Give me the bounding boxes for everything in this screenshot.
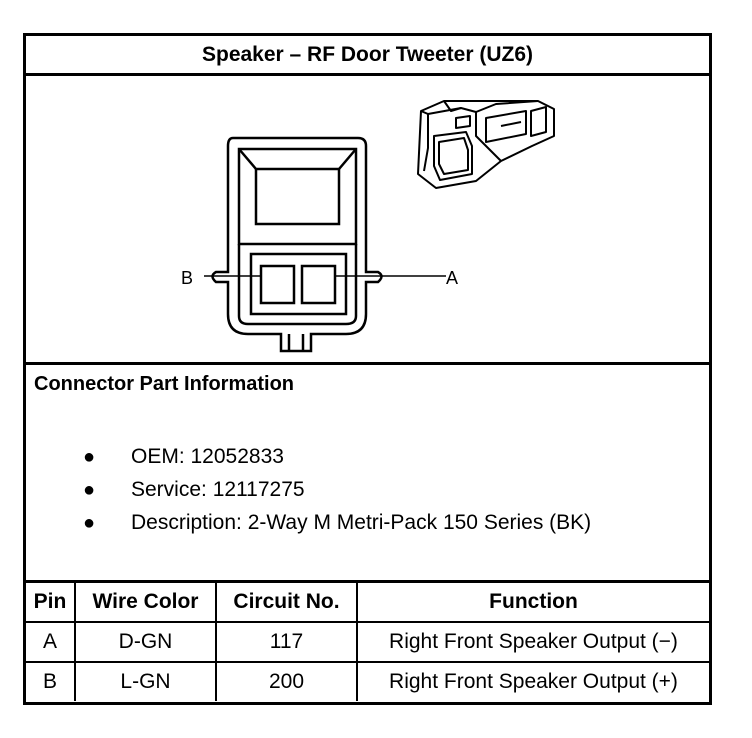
pin-label-b: B <box>181 268 193 288</box>
cell-pin: A <box>26 621 76 663</box>
service-part-number: Service: 12117275 <box>131 478 305 501</box>
header-circuit-no: Circuit No. <box>215 583 358 623</box>
header-pin: Pin <box>26 583 76 623</box>
info-heading: Connector Part Information <box>34 373 295 395</box>
cell-circuit-no: 200 <box>215 661 358 701</box>
cell-function: Right Front Speaker Output (+) <box>356 661 709 701</box>
cell-pin: B <box>26 661 76 701</box>
cell-circuit-no: 117 <box>215 621 358 663</box>
bullet-icon: ● <box>83 479 96 501</box>
bullet-icon: ● <box>83 446 96 468</box>
pin-label-a: A <box>446 268 458 288</box>
cell-wire-color: L-GN <box>74 661 217 701</box>
oem-part-number: OEM: 12052833 <box>131 445 284 468</box>
sheet-title: Speaker – RF Door Tweeter (UZ6) <box>26 36 709 76</box>
connector-face <box>211 136 383 353</box>
table-row: A D-GN 117 Right Front Speaker Output (−… <box>26 621 709 663</box>
connector-part-information: Connector Part Information ● OEM: 120528… <box>26 365 709 583</box>
cell-wire-color: D-GN <box>74 621 217 663</box>
header-wire-color: Wire Color <box>74 583 217 623</box>
connector-drawing: B A <box>26 76 709 365</box>
table-row: B L-GN 200 Right Front Speaker Output (+… <box>26 661 709 701</box>
header-function: Function <box>356 583 709 623</box>
pin-table: Pin Wire Color Circuit No. Function A D-… <box>26 583 709 701</box>
connector-description: Description: 2-Way M Metri-Pack 150 Seri… <box>131 511 592 534</box>
connector-sheet: Speaker – RF Door Tweeter (UZ6) B A <box>23 33 712 705</box>
connector-isometric <box>417 100 555 189</box>
cell-function: Right Front Speaker Output (−) <box>356 621 709 663</box>
bullet-icon: ● <box>83 512 96 534</box>
connector-illustration: B A <box>181 100 555 353</box>
table-header-row: Pin Wire Color Circuit No. Function <box>26 583 709 623</box>
